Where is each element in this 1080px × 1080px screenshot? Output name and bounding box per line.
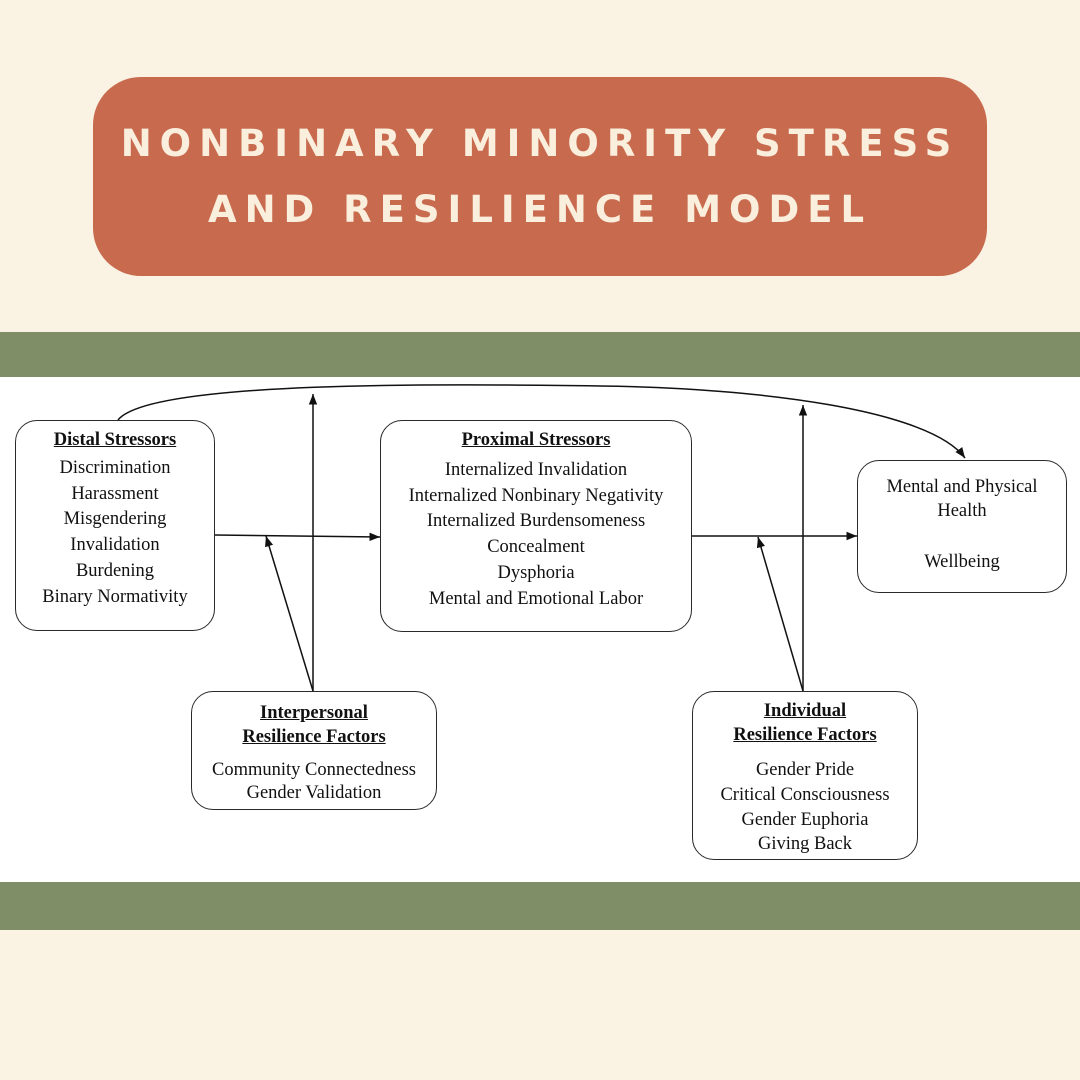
distal-stressors-list: Discrimination Harassment Misgendering I… [42, 456, 187, 610]
individual-resilience-box: Individual Resilience Factors Gender Pri… [692, 691, 918, 860]
top-stripe [0, 332, 1080, 377]
individual-heading-line-2: Resilience Factors [733, 725, 877, 745]
individual-heading-line-1: Individual [763, 701, 847, 721]
proximal-stressors-heading: Proximal Stressors [461, 430, 611, 450]
health-item: Wellbeing [924, 552, 1000, 572]
interpersonal-list: Community Connectedness Gender Validatio… [212, 759, 416, 805]
title-banner: Nonbinary Minority Stress and Resilience… [93, 77, 987, 276]
individual-item: Gender Pride [755, 760, 855, 780]
health-item: Health [937, 500, 987, 521]
bottom-stripe [0, 882, 1080, 930]
individual-item: Giving Back [757, 834, 853, 855]
distal-stressors-heading: Distal Stressors [53, 430, 177, 450]
interpersonal-heading-line-1: Interpersonal [260, 703, 368, 723]
proximal-item: Concealment [487, 537, 585, 558]
interpersonal-heading-line-2: Resilience Factors [242, 727, 386, 747]
proximal-item: Internalized Invalidation [444, 460, 628, 480]
proximal-item: Dysphoria [497, 562, 575, 583]
distal-item: Misgendering [63, 509, 167, 530]
distal-item: Invalidation [70, 535, 160, 556]
distal-item: Burdening [75, 560, 155, 581]
health-item: Mental and Physical [886, 477, 1038, 497]
distal-item: Binary Normativity [42, 586, 188, 607]
edge-distal-to-health-arc [117, 384, 966, 459]
proximal-item: Mental and Emotional Labor [428, 588, 644, 609]
distal-item: Harassment [71, 483, 159, 504]
distal-stressors-box: Distal Stressors Discrimination Harassme… [15, 420, 215, 631]
health-outcomes-list: Mental and Physical Health Wellbeing [886, 476, 1037, 575]
proximal-stressors-box: Proximal Stressors Internalized Invalida… [380, 420, 692, 632]
title-line-1: Nonbinary Minority Stress [120, 121, 960, 165]
interpersonal-item: Community Connectedness [212, 760, 416, 780]
edge-interpersonal-to-distal-proximal [265, 535, 314, 692]
individual-item: Critical Consciousness [720, 784, 890, 805]
edge-individual-to-proximal-health [756, 536, 804, 692]
interpersonal-resilience-box: Interpersonal Resilience Factors Communi… [191, 691, 437, 810]
health-outcomes-box: Mental and Physical Health Wellbeing [857, 460, 1067, 593]
edge-distal-to-proximal [214, 532, 381, 542]
interpersonal-item: Gender Validation [246, 783, 382, 803]
proximal-item: Internalized Burdensomeness [426, 511, 646, 532]
title-line-2: and Resilience Model [207, 187, 873, 231]
distal-item: Discrimination [59, 458, 171, 478]
proximal-stressors-list: Internalized Invalidation Internalized N… [409, 458, 664, 612]
individual-item: Gender Euphoria [741, 809, 869, 830]
individual-list: Gender Pride Critical Consciousness Gend… [720, 758, 889, 857]
proximal-item: Internalized Nonbinary Negativity [408, 485, 664, 506]
